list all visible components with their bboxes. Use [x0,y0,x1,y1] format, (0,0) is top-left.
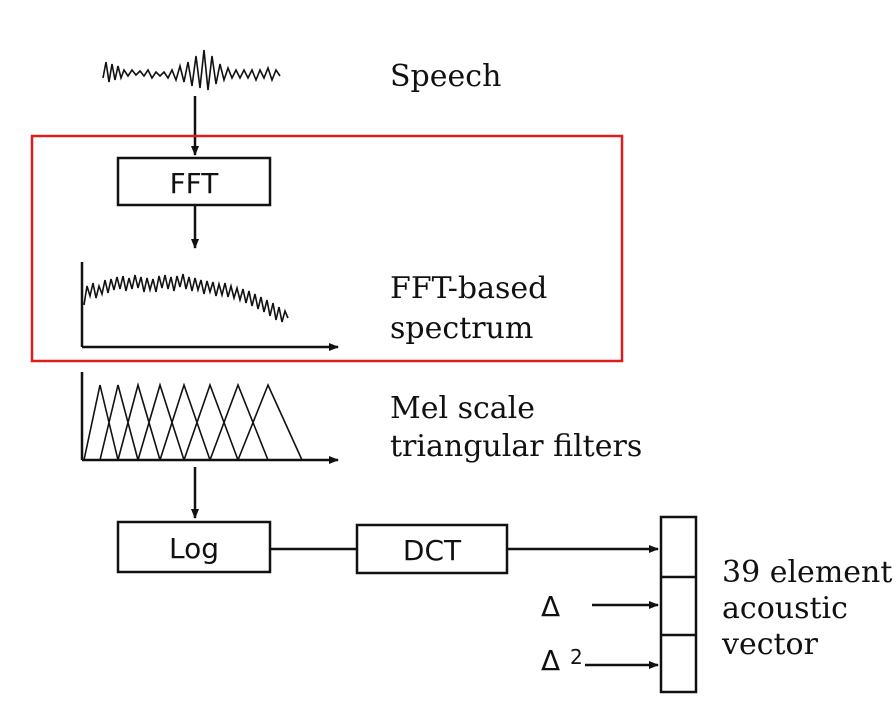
delta-squared-symbol: Δ [541,644,560,677]
highlight-box [30,134,624,363]
speech-label: Speech [390,59,501,94]
vector-outline [659,515,698,694]
vector-label-line3: vector [721,627,819,662]
acoustic-vector [659,515,698,694]
fft-block-label: FFT [170,167,220,200]
fft-spectrum-label-line2: spectrum [390,311,533,346]
delta-symbol: Δ [541,590,560,623]
delta-squared-exponent: 2 [570,645,583,669]
mel-label-line2: triangular filters [390,429,642,464]
speech-waveform [102,49,281,91]
dct-block-label: DCT [403,534,462,567]
fft-block [116,156,272,207]
log-block [116,520,272,574]
log-block-label: Log [169,532,219,565]
mel-filterbank-plot [80,372,339,464]
vector-label-line2: acoustic [722,591,848,626]
mel-label-line1: Mel scale [390,391,535,426]
vector-label-line1: 39 element [722,555,892,590]
fft-spectrum-plot [80,262,339,351]
spectrum-curve [83,273,289,323]
fft-spectrum-label-line1: FFT-based [390,271,547,306]
mel-triangle-filters [83,382,303,461]
